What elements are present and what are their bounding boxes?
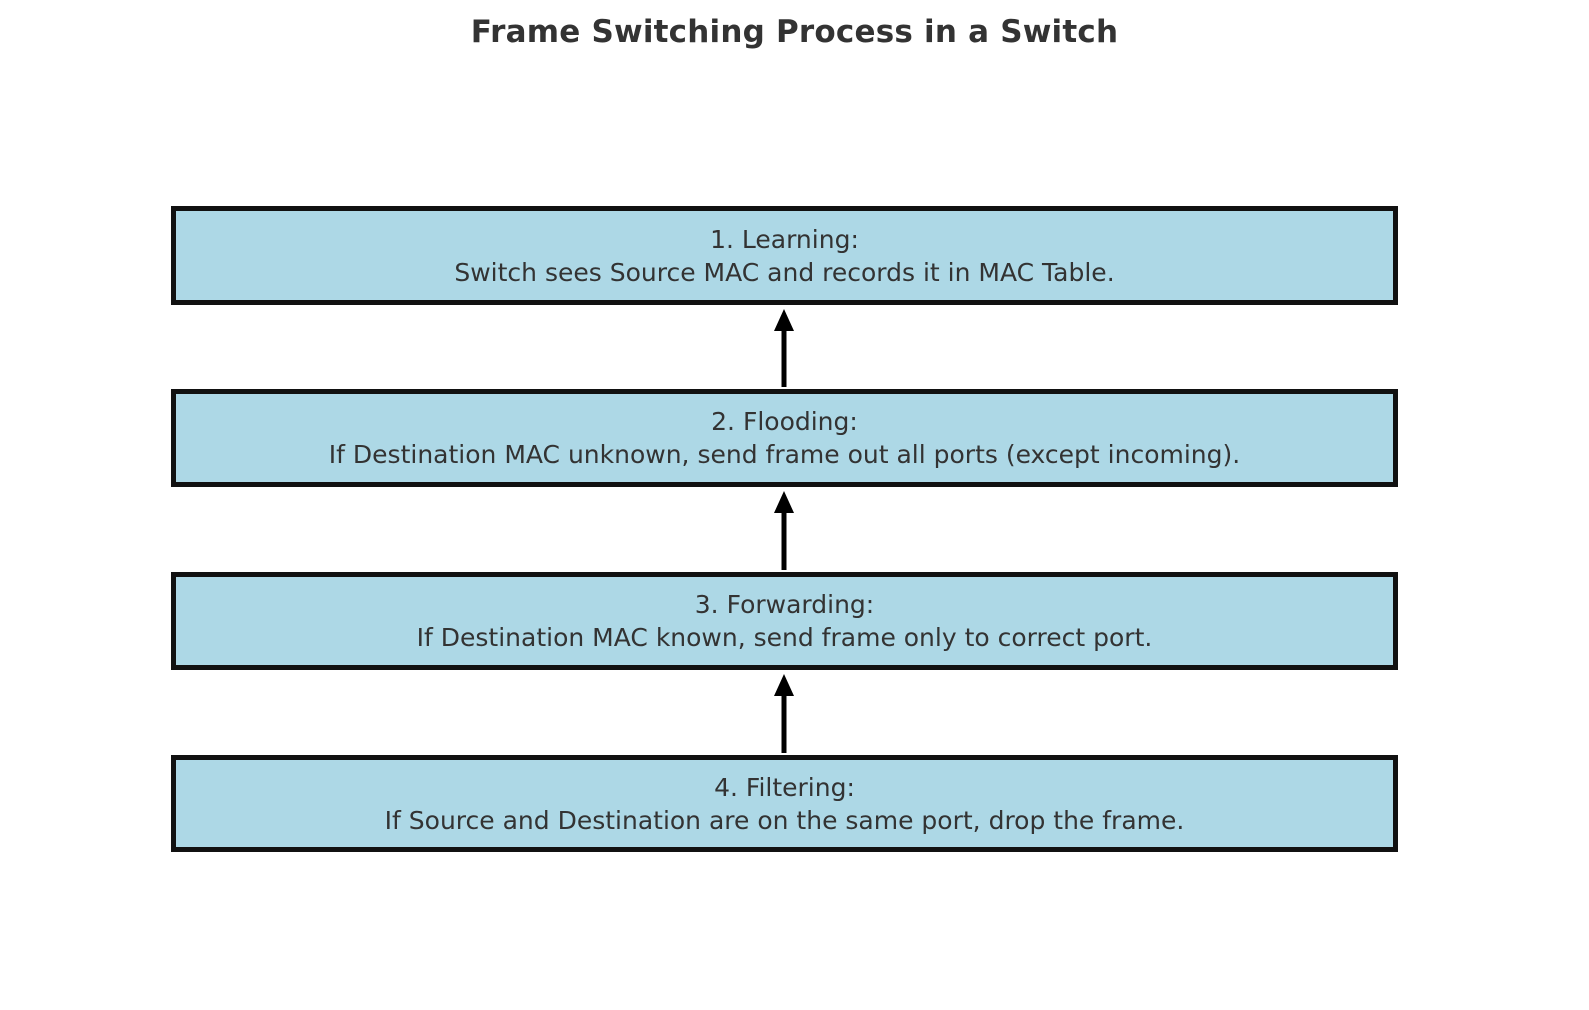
node-detail: If Source and Destination are on the sam… (384, 805, 1185, 835)
node-heading: 1. Learning: (710, 224, 859, 254)
arrow-up-icon-flooding-to-learning (762, 305, 806, 389)
node-heading: 2. Flooding: (711, 407, 858, 436)
node-heading: 4. Filtering: (714, 772, 855, 802)
flowchart-node-forwarding: 3. Forwarding: If Destination MAC known,… (171, 572, 1398, 670)
node-detail: If Destination MAC known, send frame onl… (416, 623, 1153, 652)
arrow-up-icon-forwarding-to-flooding (762, 487, 806, 572)
arrow-up-icon-filtering-to-forwarding (762, 670, 806, 755)
flowchart-node-learning: 1. Learning: Switch sees Source MAC and … (171, 206, 1398, 305)
flowchart-node-filtering: 4. Filtering: If Source and Destination … (171, 755, 1398, 852)
node-detail: Switch sees Source MAC and records it in… (454, 257, 1115, 287)
flowchart-node-flooding: 2. Flooding: If Destination MAC unknown,… (171, 389, 1398, 487)
node-heading: 3. Forwarding: (694, 590, 875, 619)
page-title: Frame Switching Process in a Switch (470, 14, 1119, 50)
node-detail: If Destination MAC unknown, send frame o… (328, 440, 1241, 469)
